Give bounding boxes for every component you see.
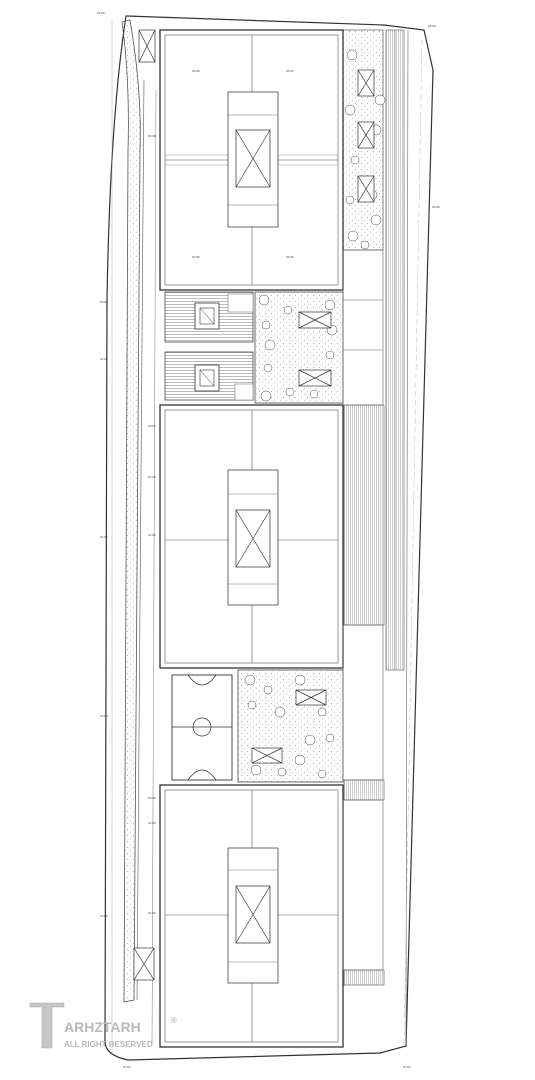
- level-tag-walkway: ±0.00: [148, 475, 156, 479]
- level-tag-left: ±0.00: [100, 535, 108, 539]
- level-tag-left: ±0.00: [100, 300, 108, 304]
- walkway: [121, 19, 141, 1003]
- level-tag-room: ±0.00: [286, 69, 294, 73]
- watermark-logo: ARHZTARH ALL RIGHT RESERVED ®: [29, 1002, 177, 1049]
- trees: [244, 49, 386, 779]
- building-block-2: [159, 404, 344, 669]
- level-tag-right-mid: ±0.00: [432, 205, 440, 209]
- level-tag-walkway: ±0.00: [148, 134, 156, 138]
- level-tag-walkway: ±0.00: [148, 796, 156, 800]
- level-tag-top-left: ±0.00: [97, 11, 105, 15]
- watermark-registered: ®: [171, 1016, 177, 1025]
- building-block-1: [159, 29, 344, 291]
- level-tag-walkway: ±0.00: [148, 533, 156, 537]
- right-hatch-zone-2: [343, 779, 385, 801]
- stair-core-upper: [164, 291, 254, 343]
- site-boundary: [104, 15, 434, 1061]
- watermark-brand: ARHZTARH: [64, 1019, 141, 1035]
- level-tag-room: ±0.00: [286, 255, 294, 259]
- building-block-3: [159, 784, 344, 1048]
- light-wells: [133, 29, 375, 981]
- watermark-tagline: ALL RIGHT RESERVED: [64, 1040, 153, 1049]
- level-tag-walkway: ±0.00: [148, 424, 156, 428]
- level-tag-bottom: ±0.00: [403, 1065, 411, 1069]
- level-tag-left: ±0.00: [100, 357, 108, 361]
- stair-core-lower: [164, 351, 254, 401]
- courtyard-garden-2: [237, 669, 344, 783]
- level-tag-walkway: ±0.00: [148, 821, 156, 825]
- level-tag-room: ±0.00: [192, 69, 200, 73]
- right-hatch-zone-3: [343, 969, 385, 986]
- logo-column-icon: [29, 1002, 65, 1049]
- football-court: [171, 674, 233, 781]
- level-tag-walkway: ±0.00: [148, 911, 156, 915]
- level-tag-left: ±0.00: [100, 714, 108, 718]
- level-tag-room: ±0.00: [192, 255, 200, 259]
- level-tag-bottom: ±0.00: [123, 1065, 131, 1069]
- right-hatch-zone: [343, 404, 385, 626]
- level-tags: ±0.00 ±0.00 ±0.00 ±0.00 ±0.00 ±0.00 ±0.0…: [97, 11, 440, 1069]
- level-tag-top-right: ±0.00: [428, 24, 436, 28]
- level-tag-left: ±0.00: [100, 914, 108, 918]
- service-strip: [342, 249, 384, 971]
